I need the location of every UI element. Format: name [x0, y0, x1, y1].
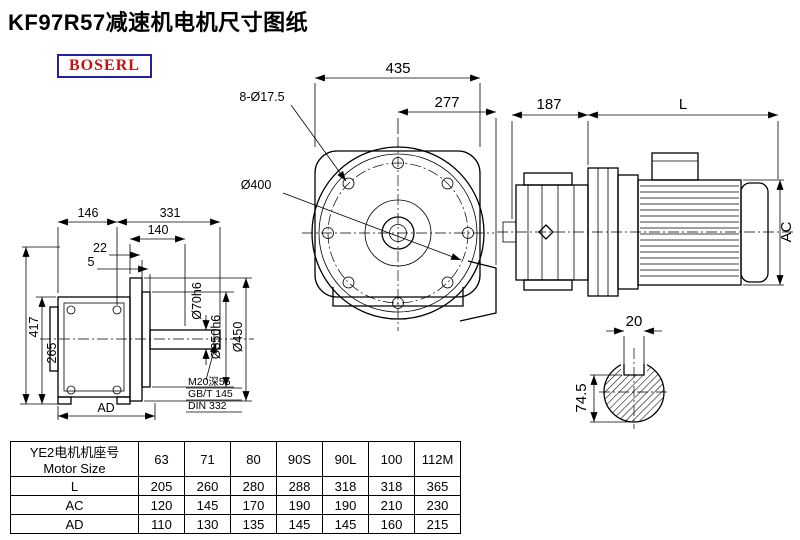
bolt-hole [342, 177, 355, 190]
dim-277: 277 [434, 94, 459, 111]
dim-l: L [679, 96, 687, 113]
bolt-hole-note: 8-Ø17.5 [239, 90, 284, 104]
header-cn: YE2电机机座号 [29, 445, 120, 460]
cell-l-2: 280 [230, 476, 277, 496]
cell-ad-3: 145 [276, 514, 323, 534]
terminal-box [651, 152, 699, 181]
bolt [66, 385, 76, 395]
cell-ad-1: 130 [184, 514, 231, 534]
cell-ad-0: 110 [138, 514, 185, 534]
table-header-row: YE2电机机座号 Motor Size 63 71 80 90S 90L 100… [10, 441, 461, 477]
cell-l-6: 365 [414, 476, 461, 496]
table-row-l: L 205 260 280 288 318 318 365 [10, 476, 461, 496]
dim-435: 435 [385, 60, 410, 77]
spigot-edge [141, 291, 151, 388]
size-100: 100 [368, 441, 415, 477]
cell-ac-6: 230 [414, 495, 461, 515]
bolt [66, 305, 76, 315]
shaft-section: 20 74.5 [573, 313, 669, 429]
dim-ac: AC [778, 221, 795, 242]
size-90l: 90L [322, 441, 369, 477]
dim-140: 140 [148, 223, 169, 237]
cell-ac-4: 190 [322, 495, 369, 515]
table-row-ad: AD 110 130 135 145 145 160 215 [10, 514, 461, 534]
dim-146: 146 [78, 206, 99, 220]
bolt-hole [441, 177, 454, 190]
dim-key-width: 20 [626, 313, 643, 330]
bell-housing-edge [459, 260, 497, 322]
motor-size-table: YE2电机机座号 Motor Size 63 71 80 90S 90L 100… [10, 441, 461, 534]
cell-ac-2: 170 [230, 495, 277, 515]
cell-ac-5: 210 [368, 495, 415, 515]
bolt-leader [290, 104, 347, 182]
row-label-ac: AC [10, 495, 139, 515]
page-title: KF97R57减速机电机尺寸图纸 [8, 10, 309, 35]
size-80: 80 [230, 441, 277, 477]
cell-l-3: 288 [276, 476, 323, 496]
cell-l-0: 205 [138, 476, 185, 496]
side-view: 146 331 140 22 5 417 265 AD Ø450 Ø350h6 [20, 206, 254, 420]
header-en: Motor Size [43, 461, 106, 476]
row-label-l: L [10, 476, 139, 496]
front-view: 435 277 8-Ø17.5 Ø400 [239, 60, 497, 331]
technical-drawing: 435 277 8-Ø17.5 Ø400 [20, 60, 795, 429]
size-71: 71 [184, 441, 231, 477]
dia-450-label: Ø450 [231, 322, 245, 353]
bolt [112, 385, 122, 395]
dia-70-label: Ø70h6 [190, 282, 204, 320]
table-header-cell: YE2电机机座号 Motor Size [10, 441, 139, 477]
motor-view: 187 L AC [497, 96, 795, 297]
table-row-ac: AC 120 145 170 190 190 210 230 [10, 495, 461, 515]
cell-ac-0: 120 [138, 495, 185, 515]
brand-logo: BOSERL [57, 54, 152, 78]
cell-l-5: 318 [368, 476, 415, 496]
bolt-hole [441, 276, 454, 289]
cell-ad-2: 135 [230, 514, 277, 534]
size-112m: 112M [414, 441, 461, 477]
cell-ad-5: 160 [368, 514, 415, 534]
note-leader [205, 342, 217, 381]
fan-cover [740, 182, 769, 283]
dim-22: 22 [93, 241, 107, 255]
housing-base [332, 287, 464, 307]
cell-ad-4: 145 [322, 514, 369, 534]
dia-400-leader [282, 192, 462, 261]
dim-187: 187 [536, 96, 561, 113]
flange-edge [129, 277, 143, 402]
output-shaft [149, 329, 221, 350]
housing-square [314, 150, 481, 298]
dim-265: 265 [45, 343, 59, 364]
dim-ad: AD [97, 401, 114, 415]
size-63: 63 [138, 441, 185, 477]
foot [116, 396, 131, 405]
cell-l-1: 260 [184, 476, 231, 496]
note-thread: M20深55 [188, 376, 231, 388]
dia-400-label: Ø400 [241, 178, 272, 192]
foot [57, 396, 72, 405]
gearbox-body [57, 296, 131, 398]
note-gb: GB/T 145 [188, 388, 233, 400]
center-mark [538, 224, 554, 240]
bolt [112, 305, 122, 315]
dia-350-label: Ø350h6 [209, 315, 223, 360]
motor-body [637, 179, 742, 286]
cell-l-4: 318 [322, 476, 369, 496]
dim-shaft-height: 74.5 [573, 383, 590, 412]
note-din: DIN 332 [188, 400, 227, 412]
cell-ad-6: 215 [414, 514, 461, 534]
cell-ac-1: 145 [184, 495, 231, 515]
dim-417: 417 [27, 317, 41, 338]
dim-331: 331 [160, 206, 181, 220]
dim-5: 5 [88, 255, 95, 269]
bolt-hole [342, 276, 355, 289]
cell-ac-3: 190 [276, 495, 323, 515]
row-label-ad: AD [10, 514, 139, 534]
size-90s: 90S [276, 441, 323, 477]
